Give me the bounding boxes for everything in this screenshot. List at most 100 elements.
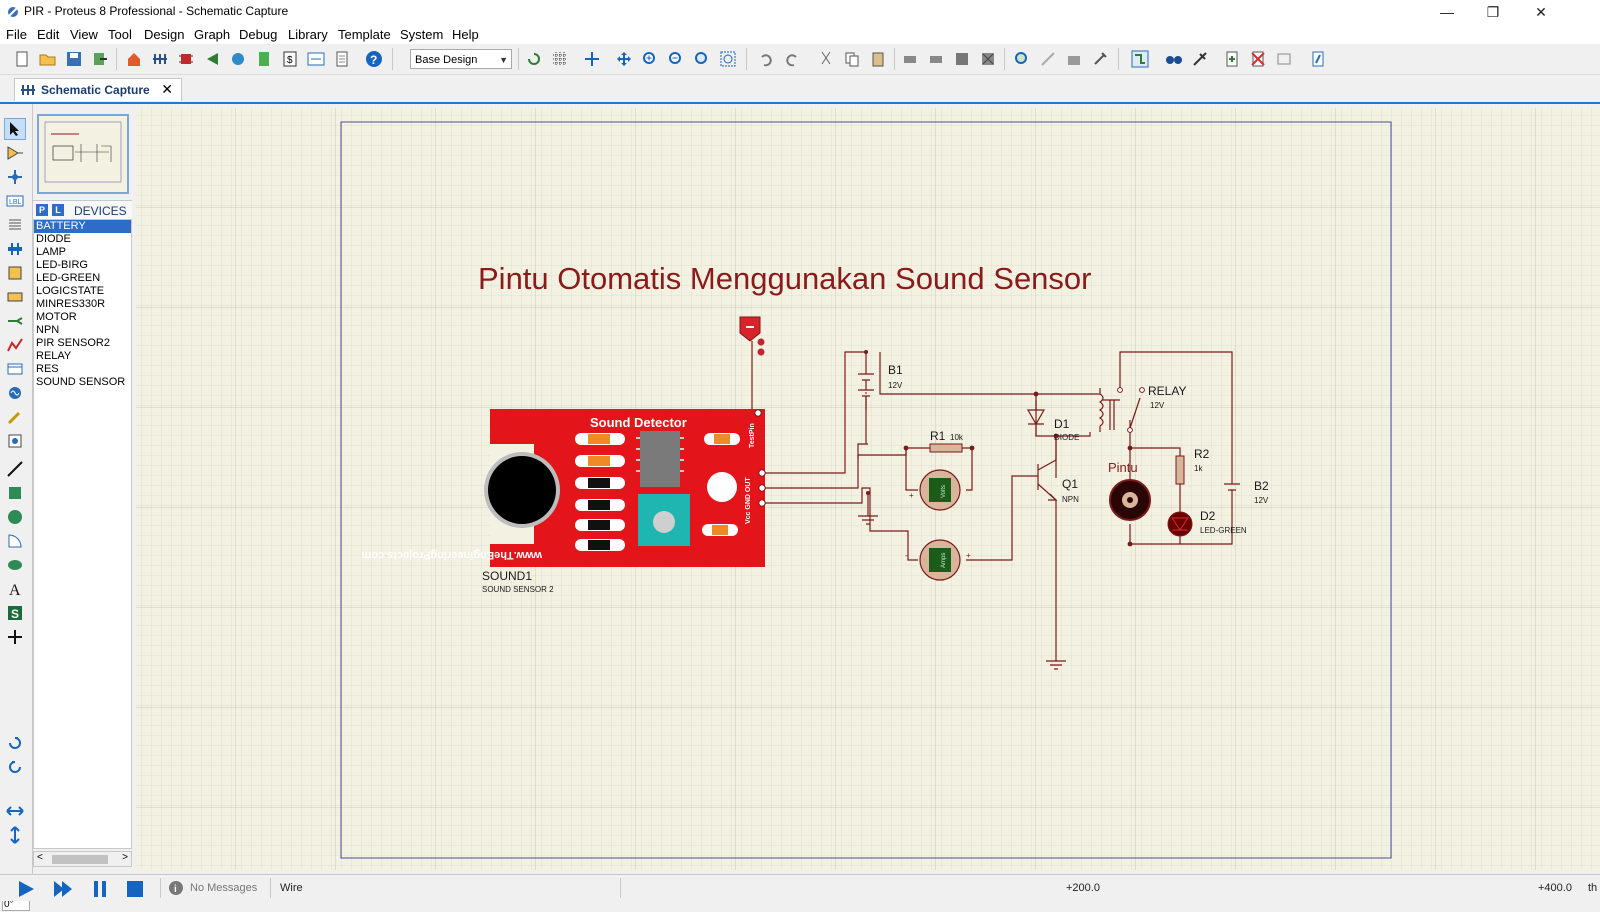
resistor-r2[interactable]: R2 1k: [1175, 447, 1210, 485]
tab-schematic-capture[interactable]: Schematic Capture ✕: [14, 78, 182, 101]
battery-b1[interactable]: B1 12V: [858, 363, 903, 410]
text-script-icon[interactable]: [4, 214, 26, 236]
device-item-logicstate[interactable]: LOGICSTATE: [36, 285, 105, 297]
pan-icon[interactable]: [614, 49, 634, 69]
refresh-icon[interactable]: [524, 49, 544, 69]
message-status[interactable]: No Messages: [190, 882, 258, 894]
mirror-y-icon[interactable]: [4, 824, 26, 846]
remove-sheet-icon[interactable]: [1248, 49, 1268, 69]
relay[interactable]: RELAY 12V: [1098, 384, 1186, 433]
menu-help[interactable]: Help: [452, 27, 479, 42]
led-d2[interactable]: D2 LED-GREEN: [1167, 509, 1247, 537]
bom-icon[interactable]: [254, 49, 274, 69]
device-item-relay[interactable]: RELAY: [36, 350, 72, 362]
cut-icon[interactable]: [816, 49, 836, 69]
block-rotate-icon[interactable]: [952, 49, 972, 69]
generator-mode-icon[interactable]: [4, 382, 26, 404]
battery-b2[interactable]: B2 12V: [1224, 479, 1269, 512]
selection-mode-icon[interactable]: [4, 118, 26, 140]
help-icon[interactable]: ?: [364, 49, 384, 69]
pick-devices-button[interactable]: P: [36, 204, 48, 216]
paste-icon[interactable]: [868, 49, 888, 69]
transistor-q1[interactable]: Q1 NPN: [1024, 436, 1079, 516]
schematic-icon[interactable]: [150, 49, 170, 69]
menu-library[interactable]: Library: [288, 27, 328, 42]
text-mode-icon[interactable]: A: [4, 578, 26, 600]
marker-mode-icon[interactable]: [4, 626, 26, 648]
decompose-icon[interactable]: [1090, 49, 1110, 69]
device-item-npn[interactable]: NPN: [36, 324, 60, 336]
component-mode-icon[interactable]: [4, 142, 26, 164]
zoom-all-icon[interactable]: [692, 49, 712, 69]
menu-system[interactable]: System: [400, 27, 444, 42]
make-device-icon[interactable]: [1038, 49, 1058, 69]
device-item-led-green[interactable]: LED-GREEN: [36, 272, 101, 284]
home-icon[interactable]: [124, 49, 144, 69]
logic-probe[interactable]: [739, 316, 765, 387]
terminal-mode-icon[interactable]: [4, 286, 26, 308]
voltmeter[interactable]: Volts +: [909, 469, 961, 511]
sound-detector-board[interactable]: Sound Detector www.TheEngin: [361, 409, 766, 567]
zoom-out-icon[interactable]: [666, 49, 686, 69]
pick-device-icon[interactable]: [1012, 49, 1032, 69]
pause-button[interactable]: [92, 880, 108, 901]
box-mode-icon[interactable]: [4, 482, 26, 504]
junction-dot-icon[interactable]: [4, 166, 26, 188]
device-pin-icon[interactable]: [4, 310, 26, 332]
mirror-x-icon[interactable]: [4, 800, 26, 822]
stop-button[interactable]: [126, 880, 144, 901]
bus-mode-icon[interactable]: [4, 238, 26, 260]
ammeter[interactable]: Amps - +: [905, 539, 971, 581]
property-assign-icon[interactable]: [1190, 49, 1210, 69]
close-button[interactable]: ✕: [1535, 4, 1547, 20]
import-icon[interactable]: [90, 49, 110, 69]
menu-view[interactable]: View: [70, 27, 98, 42]
new-sheet-icon[interactable]: [1222, 49, 1242, 69]
undo-icon[interactable]: [756, 49, 776, 69]
minimize-button[interactable]: —: [1440, 4, 1454, 20]
device-item-battery[interactable]: BATTERY: [34, 220, 131, 233]
close-tab-icon[interactable]: ✕: [161, 81, 173, 97]
device-item-res[interactable]: RES: [36, 363, 59, 375]
save-icon[interactable]: [64, 49, 84, 69]
step-button[interactable]: [52, 880, 74, 901]
device-item-pir-sensor2[interactable]: PIR SENSOR2: [36, 337, 110, 349]
redo-icon[interactable]: [782, 49, 802, 69]
packaging-tool-icon[interactable]: [1064, 49, 1084, 69]
schematic-canvas[interactable]: Pintu Otomatis Menggunakan Sound Sensor: [136, 108, 1600, 870]
diode-d1[interactable]: D1 DIODE: [1026, 400, 1079, 442]
menu-file[interactable]: File: [6, 27, 27, 42]
virtual-instruments-icon[interactable]: [4, 430, 26, 452]
copy-icon[interactable]: [842, 49, 862, 69]
open-folder-icon[interactable]: [38, 49, 58, 69]
cost-icon[interactable]: $: [280, 49, 300, 69]
wire-label-icon[interactable]: LBL: [4, 190, 26, 212]
notes-icon[interactable]: [332, 49, 352, 69]
block-copy-icon[interactable]: [900, 49, 920, 69]
design-variant-select[interactable]: Base Design▼: [410, 49, 512, 69]
scroll-right-icon[interactable]: >: [122, 852, 128, 863]
block-move-icon[interactable]: [926, 49, 946, 69]
design-explorer-icon[interactable]: [1308, 49, 1328, 69]
device-item-motor[interactable]: MOTOR: [36, 311, 77, 323]
symbol-mode-icon[interactable]: S: [4, 602, 26, 624]
circle-mode-icon[interactable]: [4, 506, 26, 528]
scroll-thumb[interactable]: [52, 855, 108, 864]
path-mode-icon[interactable]: [4, 554, 26, 576]
rotate-anticlockwise-icon[interactable]: [4, 756, 26, 778]
menu-graph[interactable]: Graph: [194, 27, 231, 42]
pcb-icon[interactable]: [176, 49, 196, 69]
device-item-led-birg[interactable]: LED-BIRG: [36, 259, 88, 271]
menu-tool[interactable]: Tool: [108, 27, 132, 42]
line-mode-icon[interactable]: [4, 458, 26, 480]
tape-recorder-icon[interactable]: [4, 358, 26, 380]
motor-pintu[interactable]: Pintu: [1108, 460, 1151, 521]
device-item-sound-sensor[interactable]: SOUND SENSOR: [36, 376, 126, 388]
zoom-in-icon[interactable]: [640, 49, 660, 69]
device-list-scrollbar[interactable]: < >: [33, 851, 132, 867]
toggle-grid-icon[interactable]: [550, 49, 570, 69]
device-item-minres330r[interactable]: MINRES330R: [36, 298, 106, 310]
3d-view-icon[interactable]: [228, 49, 248, 69]
menu-template[interactable]: Template: [338, 27, 391, 42]
gerber-icon[interactable]: [202, 49, 222, 69]
